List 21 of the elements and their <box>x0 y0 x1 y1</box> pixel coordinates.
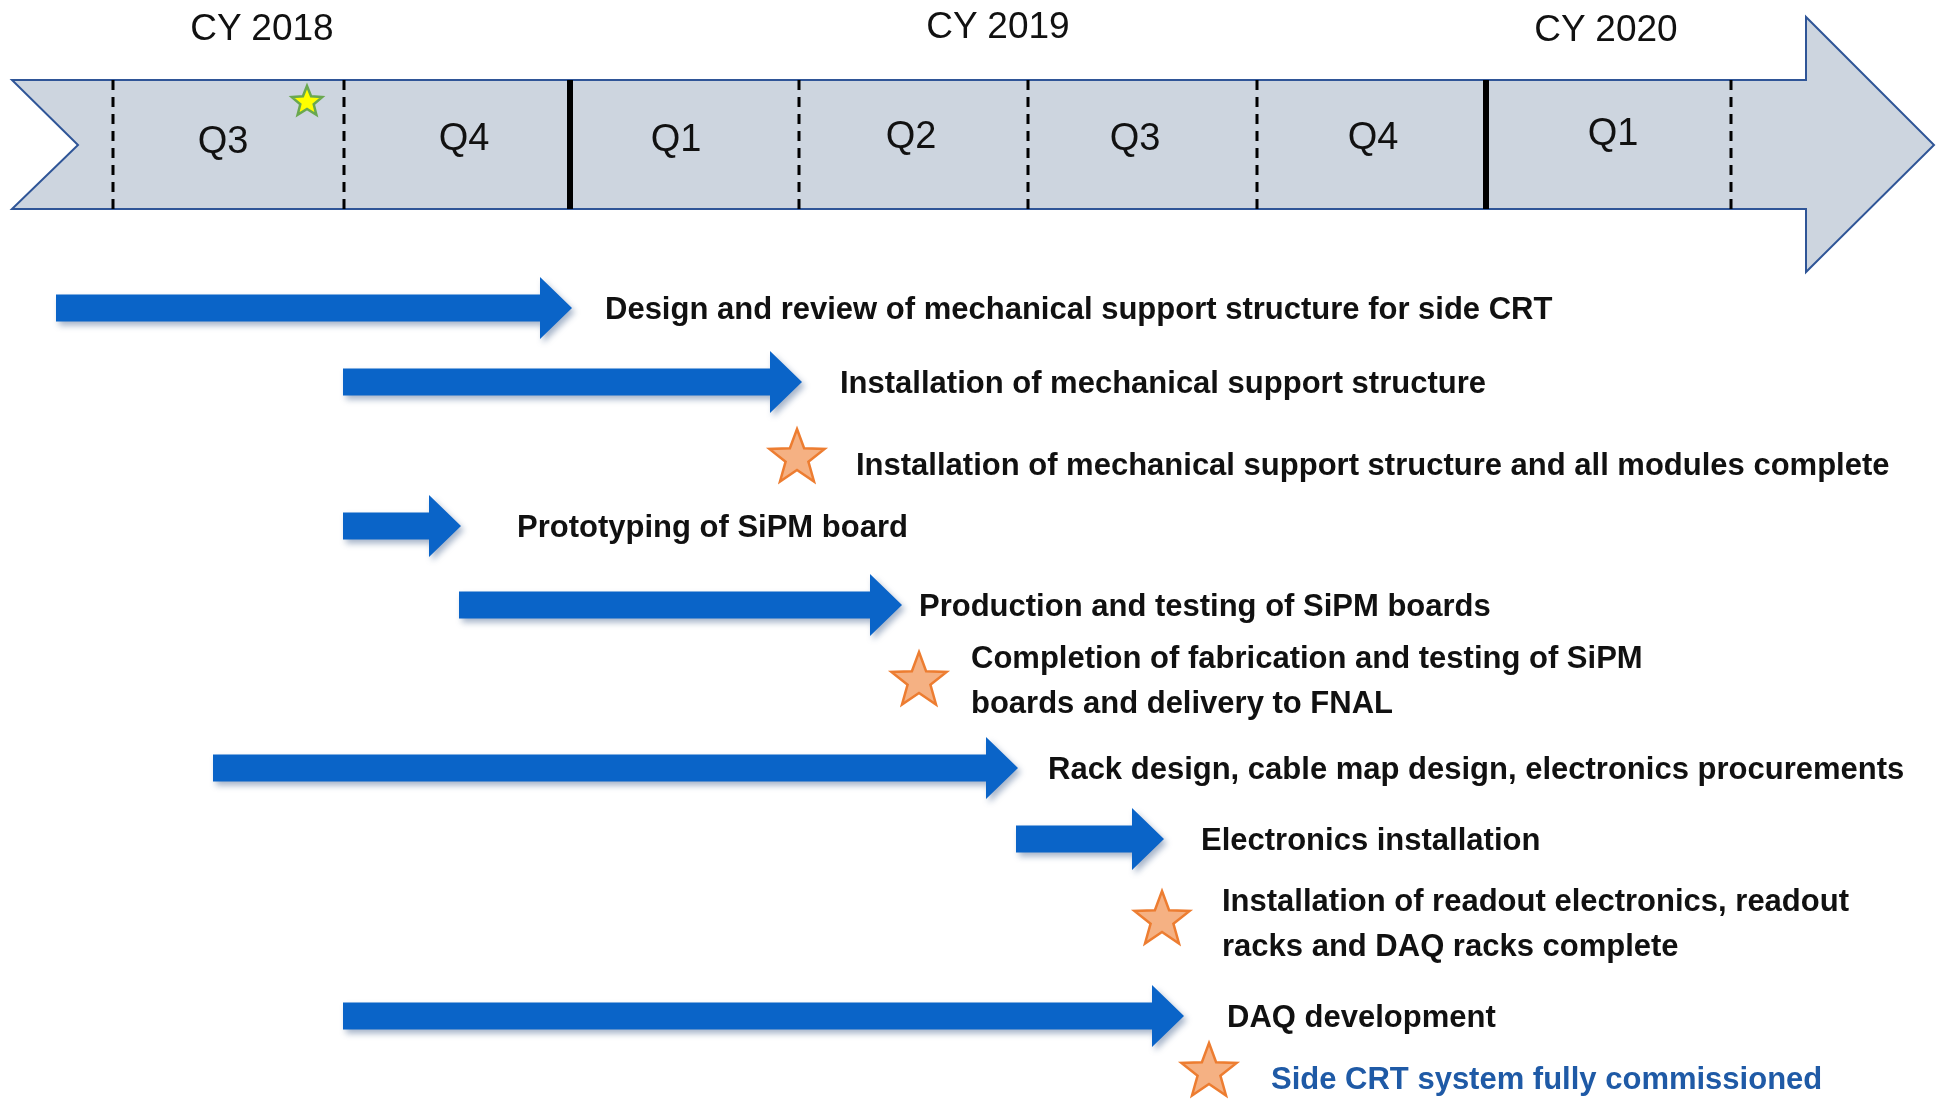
task-label: Installation of mechanical support structure <box>840 363 1486 402</box>
milestone-label: Completion of fabrication and testing of SiPM boards and delivery to FNAL <box>971 639 1644 722</box>
task-label: Design and review of mechanical support structure for side CRT <box>605 289 1553 328</box>
milestone-label: Installation of mechanical support structure and all modules complete <box>856 445 1890 484</box>
quarter-label: Q3 <box>1109 115 1161 159</box>
year-label: CY 2018 <box>190 7 334 49</box>
task-label: Production and testing of SiPM boards <box>919 586 1491 625</box>
year-label: CY 2020 <box>1534 8 1678 50</box>
year-label: CY 2019 <box>926 5 1070 47</box>
task-label: DAQ development <box>1227 997 1496 1036</box>
quarter-label: Q3 <box>197 118 249 162</box>
milestone-label: Installation of readout electronics, readout racks and DAQ racks complete <box>1222 882 1850 965</box>
quarter-label: Q4 <box>1347 114 1399 158</box>
task-label: Prototyping of SiPM board <box>517 507 908 546</box>
milestone-label: Side CRT system fully commissioned <box>1271 1059 1823 1098</box>
task-label: Electronics installation <box>1201 820 1541 859</box>
quarter-label: Q2 <box>885 113 937 157</box>
quarter-label: Q1 <box>1587 110 1639 154</box>
quarter-label: Q4 <box>438 115 490 159</box>
task-label: Rack design, cable map design, electronics procurements <box>1048 749 1905 788</box>
quarter-label: Q1 <box>650 116 702 160</box>
